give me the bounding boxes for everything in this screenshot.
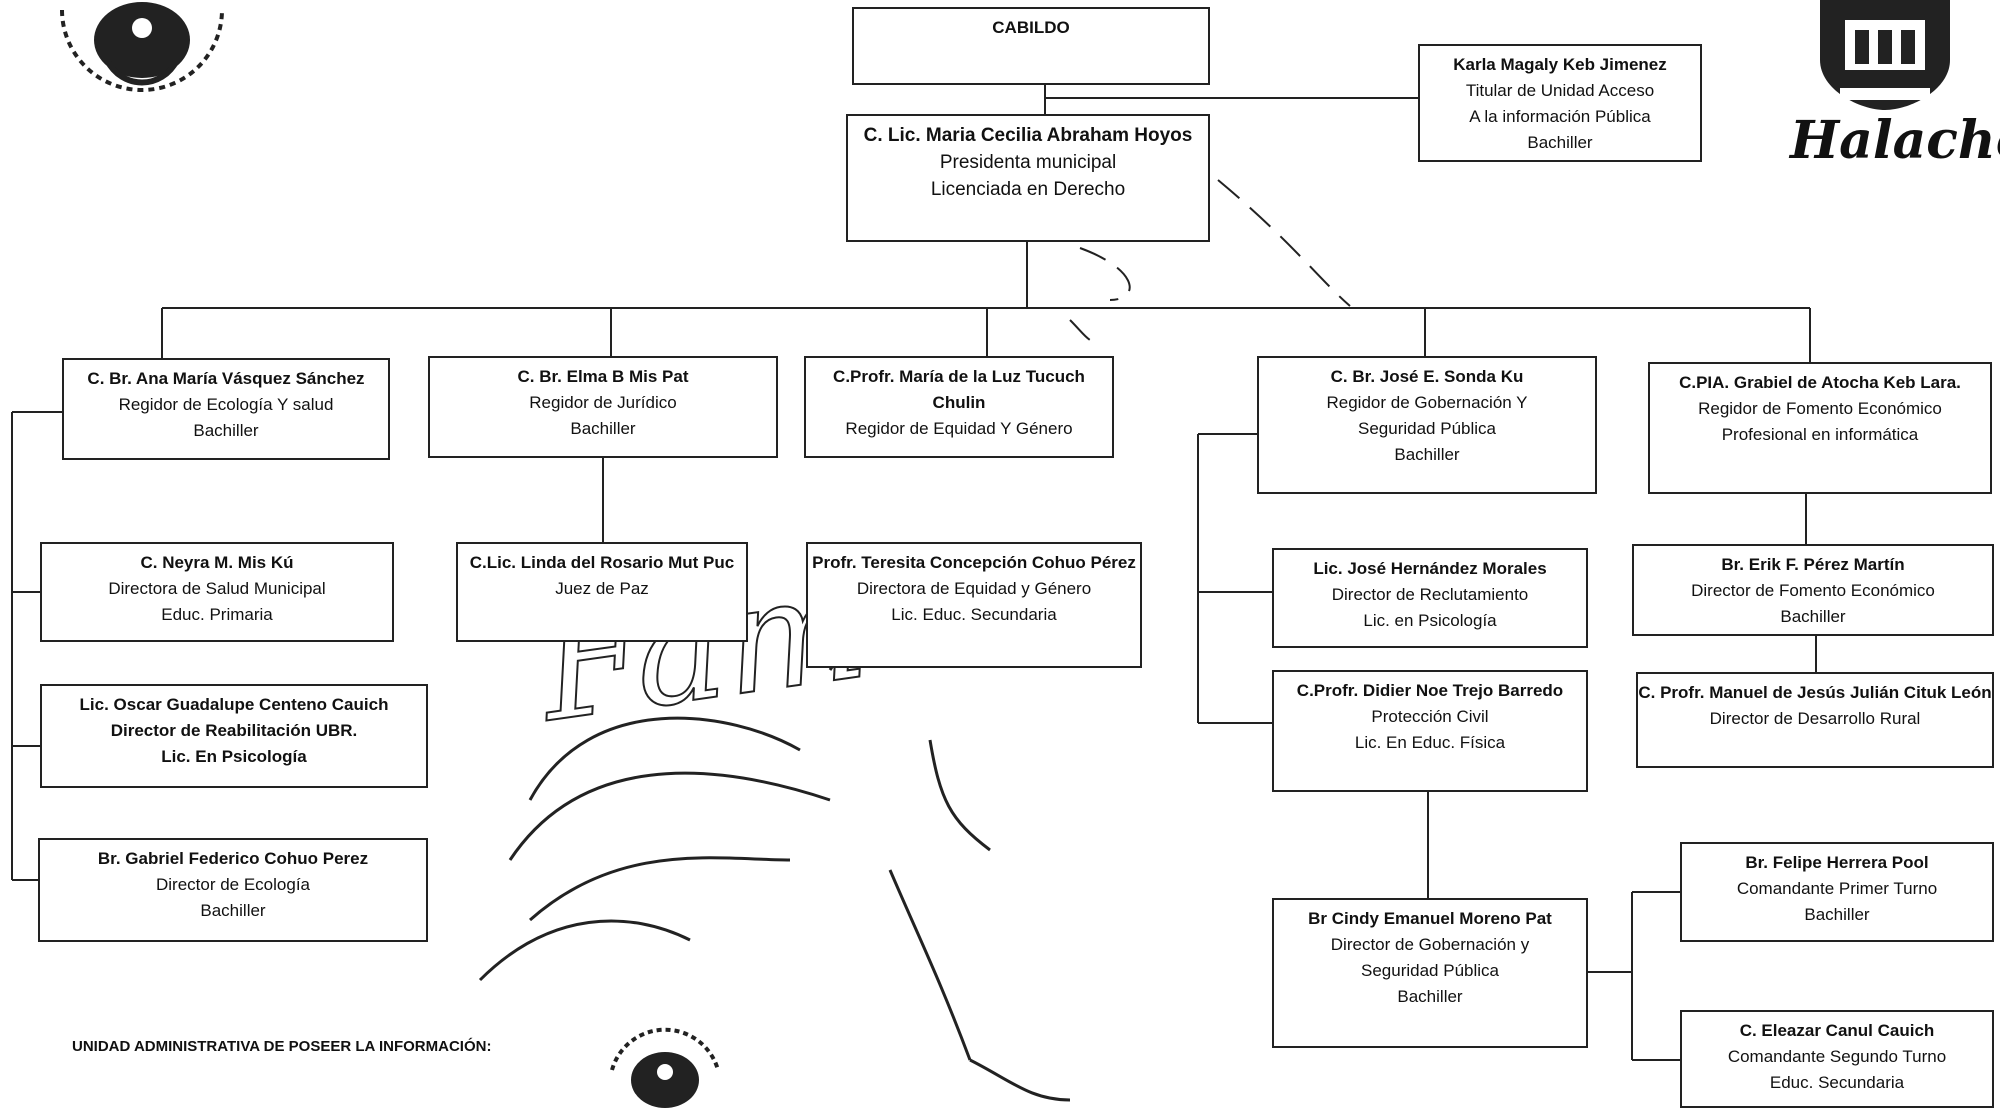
regidor-role: Regidor de Jurídico xyxy=(529,393,677,412)
staff-name: C. Neyra M. Mis Kú xyxy=(140,553,294,572)
president-role: Presidenta municipal xyxy=(939,152,1117,173)
staff-role: Juez de Paz xyxy=(555,579,649,598)
regidor-name: C.Profr. María de la Luz Tucuch Chulin xyxy=(833,367,1085,412)
staff-name: Br. Erik F. Pérez Martín xyxy=(1721,555,1905,574)
transparency-name: Karla Magaly Keb Jimenez xyxy=(1453,55,1667,74)
regidor-role: Regidor de Gobernación Y xyxy=(1326,393,1528,412)
regidor-role: Regidor de Equidad Y Género xyxy=(845,419,1073,438)
staff-name: C.Profr. Didier Noe Trejo Barredo xyxy=(1296,681,1564,700)
staff-role: Director de Fomento Económico xyxy=(1691,581,1935,600)
cabildo-box: CABILDO xyxy=(852,7,1210,85)
regidor-name: C. Br. Ana María Vásquez Sánchez xyxy=(87,369,365,388)
ecologia-staff-box: Lic. Oscar Guadalupe Centeno Cauich Dire… xyxy=(40,684,428,788)
staff-role-2: Seguridad Pública xyxy=(1361,961,1499,980)
regidor-education: Bachiller xyxy=(193,421,259,440)
town-name: Halachó xyxy=(1790,110,2000,171)
mexican-seal-small-icon xyxy=(610,1027,720,1108)
president-box: C. Lic. Maria Cecilia Abraham Hoyos Pres… xyxy=(846,114,1210,242)
staff-name: Lic. José Hernández Morales xyxy=(1313,559,1547,578)
transparency-role-2: A la información Pública xyxy=(1469,107,1651,126)
regidor-fomento-box: C.PIA. Grabiel de Atocha Keb Lara. Regid… xyxy=(1648,362,1992,494)
staff-role: Director de Gobernación y xyxy=(1330,935,1530,954)
transparency-box: Karla Magaly Keb Jimenez Titular de Unid… xyxy=(1418,44,1702,162)
staff-name: Br. Gabriel Federico Cohuo Perez xyxy=(97,849,369,868)
staff-role: Protección Civil xyxy=(1371,707,1489,726)
staff-name: C.Lic. Linda del Rosario Mut Puc xyxy=(469,553,735,572)
staff-role: Directora de Salud Municipal xyxy=(108,579,326,598)
staff-education: Educ. Secundaria xyxy=(1769,1073,1905,1092)
regidor-ecologia-box: C. Br. Ana María Vásquez Sánchez Regidor… xyxy=(62,358,390,460)
regidor-role: Regidor de Fomento Económico xyxy=(1698,399,1942,418)
fomento-staff-box: Br. Erik F. Pérez Martín Director de Fom… xyxy=(1632,544,1994,636)
staff-name: Lic. Oscar Guadalupe Centeno Cauich xyxy=(79,695,389,714)
staff-name: Br. Felipe Herrera Pool xyxy=(1745,853,1929,872)
staff-education: Lic. En Educ. Física xyxy=(1354,733,1506,752)
halacho-crest-icon xyxy=(1820,0,1950,110)
staff-education: Bachiller xyxy=(200,901,266,920)
regidor-role-2: Seguridad Pública xyxy=(1358,419,1496,438)
transparency-role: Titular de Unidad Acceso xyxy=(1465,81,1655,100)
regidor-name: C. Br. Elma B Mis Pat xyxy=(517,367,689,386)
staff-education: Lic. En Psicología xyxy=(161,747,307,766)
staff-role: Director de Desarrollo Rural xyxy=(1709,709,1921,728)
regidor-role: Regidor de Ecología Y salud xyxy=(118,395,334,414)
staff-role: Comandante Segundo Turno xyxy=(1727,1047,1947,1066)
president-education: Licenciada en Derecho xyxy=(930,179,1126,200)
turno-box: C. Eleazar Canul Cauich Comandante Segun… xyxy=(1680,1010,1994,1108)
staff-education: Lic. en Psicología xyxy=(1363,611,1497,630)
staff-name: C. Eleazar Canul Cauich xyxy=(1739,1021,1935,1040)
ecologia-staff-box: C. Neyra M. Mis Kú Directora de Salud Mu… xyxy=(40,542,394,642)
regidor-education: Profesional en informática xyxy=(1721,425,1919,444)
transparency-education: Bachiller xyxy=(1527,133,1593,152)
regidor-juridico-box: C. Br. Elma B Mis Pat Regidor de Jurídic… xyxy=(428,356,778,458)
mexican-seal-icon xyxy=(60,2,224,92)
staff-role: Directora de Equidad y Género xyxy=(856,579,1092,598)
gobernacion-director-box: Br Cindy Emanuel Moreno Pat Director de … xyxy=(1272,898,1588,1048)
gobernacion-staff-box: Lic. José Hernández Morales Director de … xyxy=(1272,548,1588,648)
watermark-sketch xyxy=(478,634,1071,1102)
staff-role: Director de Reabilitación UBR. xyxy=(110,721,358,740)
regidor-name: C.PIA. Grabiel de Atocha Keb Lara. xyxy=(1679,373,1961,392)
staff-education: Bachiller xyxy=(1780,607,1846,626)
staff-name: Br Cindy Emanuel Moreno Pat xyxy=(1308,909,1552,928)
regidor-education: Bachiller xyxy=(570,419,636,438)
regidor-name: C. Br. José E. Sonda Ku xyxy=(1330,367,1524,386)
staff-name: C. Profr. Manuel de Jesús Julián Cituk L… xyxy=(1638,683,1992,702)
regidor-education: Bachiller xyxy=(1394,445,1460,464)
cabildo-title: CABILDO xyxy=(992,18,1070,37)
staff-education: Lic. Educ. Secundaria xyxy=(891,605,1057,624)
president-name: C. Lic. Maria Cecilia Abraham Hoyos xyxy=(863,125,1193,146)
equidad-staff-box: Profr. Teresita Concepción Cohuo Pérez D… xyxy=(806,542,1142,668)
gobernacion-staff-box: C.Profr. Didier Noe Trejo Barredo Protec… xyxy=(1272,670,1588,792)
staff-education: Bachiller xyxy=(1397,987,1463,1006)
staff-role: Director de Reclutamiento xyxy=(1331,585,1529,604)
staff-name: Profr. Teresita Concepción Cohuo Pérez xyxy=(812,553,1136,572)
footer-label: UNIDAD ADMINISTRATIVA DE POSEER LA INFOR… xyxy=(72,1038,492,1055)
juridico-staff-box: C.Lic. Linda del Rosario Mut Puc Juez de… xyxy=(456,542,748,642)
fomento-staff-box: C. Profr. Manuel de Jesús Julián Cituk L… xyxy=(1636,672,1994,768)
ecologia-staff-box: Br. Gabriel Federico Cohuo Perez Directo… xyxy=(38,838,428,942)
turno-box: Br. Felipe Herrera Pool Comandante Prime… xyxy=(1680,842,1994,942)
staff-education: Educ. Primaria xyxy=(161,605,273,624)
staff-role: Comandante Primer Turno xyxy=(1736,879,1938,898)
regidor-equidad-box: C.Profr. María de la Luz Tucuch Chulin R… xyxy=(804,356,1114,458)
staff-role: Director de Ecología xyxy=(155,875,311,894)
staff-education: Bachiller xyxy=(1804,905,1870,924)
regidor-gobernacion-box: C. Br. José E. Sonda Ku Regidor de Gober… xyxy=(1257,356,1597,494)
